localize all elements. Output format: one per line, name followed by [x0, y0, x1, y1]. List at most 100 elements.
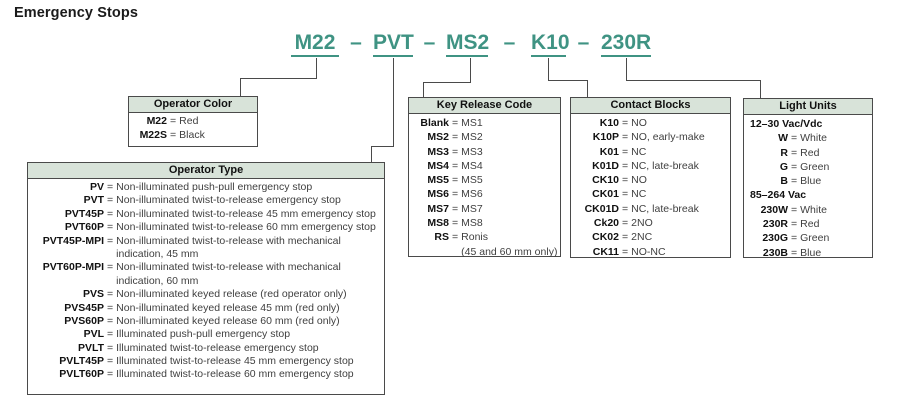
equals-sign: =	[107, 221, 114, 234]
equals-sign: =	[107, 301, 114, 314]
equals-sign: =	[791, 246, 798, 259]
equals-sign: =	[791, 146, 798, 159]
table-row: 230B=Blue	[744, 246, 872, 260]
value-cell: Non-illuminated twist-to-release emergen…	[116, 194, 341, 207]
part-number-dash: –	[423, 31, 436, 54]
table-row: MS6=MS6	[409, 187, 560, 201]
table-row: MS2=MS2	[409, 130, 560, 144]
code-cell: MS7	[427, 202, 449, 215]
box-title: Contact Blocks	[571, 98, 730, 114]
table-row: PVLT45P=Illuminated twist-to-release 45 …	[28, 355, 384, 368]
value-cell: NO, early-make	[631, 131, 705, 144]
equals-sign: =	[622, 159, 629, 172]
code-cell: M22	[146, 115, 167, 127]
code-cell: 230B	[762, 246, 788, 259]
equals-sign: =	[791, 132, 798, 145]
group-heading: 85–264 Vac	[750, 189, 807, 202]
code-cell: K10P	[592, 131, 619, 144]
value-cell: Non-illuminated twist-to-release with me…	[116, 234, 341, 247]
table-row: M22=Red	[129, 115, 257, 129]
value-cell: NO	[631, 174, 647, 187]
table-row: R=Red	[744, 146, 872, 160]
code-cell: Blank	[420, 117, 449, 129]
value-cell: Red	[800, 218, 820, 231]
table-row: PVL=Illuminated push-pull emergency stop	[28, 328, 384, 341]
value-cell: Red	[179, 115, 199, 127]
table-row: B=Blue	[744, 174, 872, 188]
code-cell: PVS45P	[64, 301, 104, 314]
connector-line	[423, 58, 471, 97]
code-cell: W	[778, 132, 788, 145]
equals-sign: =	[622, 202, 629, 215]
equals-sign: =	[170, 128, 177, 141]
value-cell: Illuminated twist-to-release 45 mm emerg…	[116, 355, 354, 368]
box-title: Operator Type	[28, 163, 384, 179]
value-cell: MS5	[461, 174, 483, 187]
equals-sign: =	[452, 217, 459, 230]
equals-sign: =	[107, 181, 114, 193]
equals-sign: =	[452, 202, 459, 215]
code-cell: K01	[599, 145, 619, 158]
value-cell: Non-illuminated twist-to-release with me…	[116, 261, 341, 274]
code-cell: CK11	[592, 245, 619, 258]
group-heading: 12–30 Vac/Vdc	[750, 118, 823, 130]
part-number-segment: 230R	[601, 31, 651, 57]
equals-sign: =	[622, 231, 629, 244]
connector-line	[240, 58, 317, 96]
value-cell: Illuminated twist-to-release 60 mm emerg…	[116, 368, 354, 381]
table-row: 85–264 Vac	[744, 188, 872, 202]
value-cell: Non-illuminated twist-to-release 60 mm e…	[116, 221, 376, 234]
value-cell: 2NC	[631, 231, 653, 244]
equals-sign: =	[107, 234, 114, 247]
code-cell	[409, 245, 449, 259]
value-cell: Non-illuminated twist-to-release 45 mm e…	[116, 207, 376, 220]
table-row: Ck20=2NO	[571, 216, 730, 230]
table-row: CK11=NO-NC	[571, 245, 730, 259]
equals-sign: =	[791, 175, 798, 188]
code-cell: MS2	[427, 131, 449, 144]
value-cell: NC, late-break	[631, 202, 699, 215]
part-number-segment: K10	[531, 31, 570, 57]
equals-sign: =	[791, 160, 798, 173]
table-row: K10P=NO, early-make	[571, 130, 730, 144]
value-cell: MS1	[461, 117, 483, 129]
value-cell: Non-illuminated keyed release 45 mm (red…	[116, 301, 340, 314]
code-cell: MS8	[427, 217, 449, 230]
part-number-segment: M22	[291, 31, 339, 57]
equals-sign: =	[452, 188, 459, 201]
table-row-continuation: =(45 and 60 mm only)	[409, 245, 560, 259]
code-cell: PVL	[83, 328, 104, 341]
table-row: RS=Ronis	[409, 230, 560, 244]
code-cell: CK01D	[584, 202, 619, 215]
value-cell: NO-NC	[631, 245, 666, 258]
equals-sign: =	[452, 231, 459, 244]
code-cell: PVLT60P	[59, 368, 104, 381]
code-cell: Ck20	[593, 217, 619, 230]
table-row: K10=NO	[571, 116, 730, 130]
equals-sign: =	[107, 261, 114, 274]
value-cell: NC	[631, 188, 647, 201]
code-cell: PVT	[83, 194, 104, 207]
equals-sign: =	[107, 207, 114, 220]
equals-sign: =	[622, 217, 629, 230]
equals-sign: =	[452, 117, 459, 129]
value-cell: Green	[800, 232, 830, 245]
code-cell: CK02	[592, 231, 619, 244]
value-cell: NO	[631, 117, 647, 129]
code-cell	[28, 248, 104, 261]
equals-sign: =	[622, 117, 629, 129]
equals-sign: =	[170, 115, 177, 127]
code-cell: MS4	[427, 159, 449, 172]
equals-sign: =	[622, 245, 629, 258]
equals-sign: =	[622, 145, 629, 158]
code-cell: M22S	[139, 128, 167, 141]
equals-sign: =	[107, 194, 114, 207]
table-row: MS7=MS7	[409, 202, 560, 216]
value-cell: indication, 45 mm	[116, 247, 199, 260]
code-cell: RS	[434, 231, 449, 244]
